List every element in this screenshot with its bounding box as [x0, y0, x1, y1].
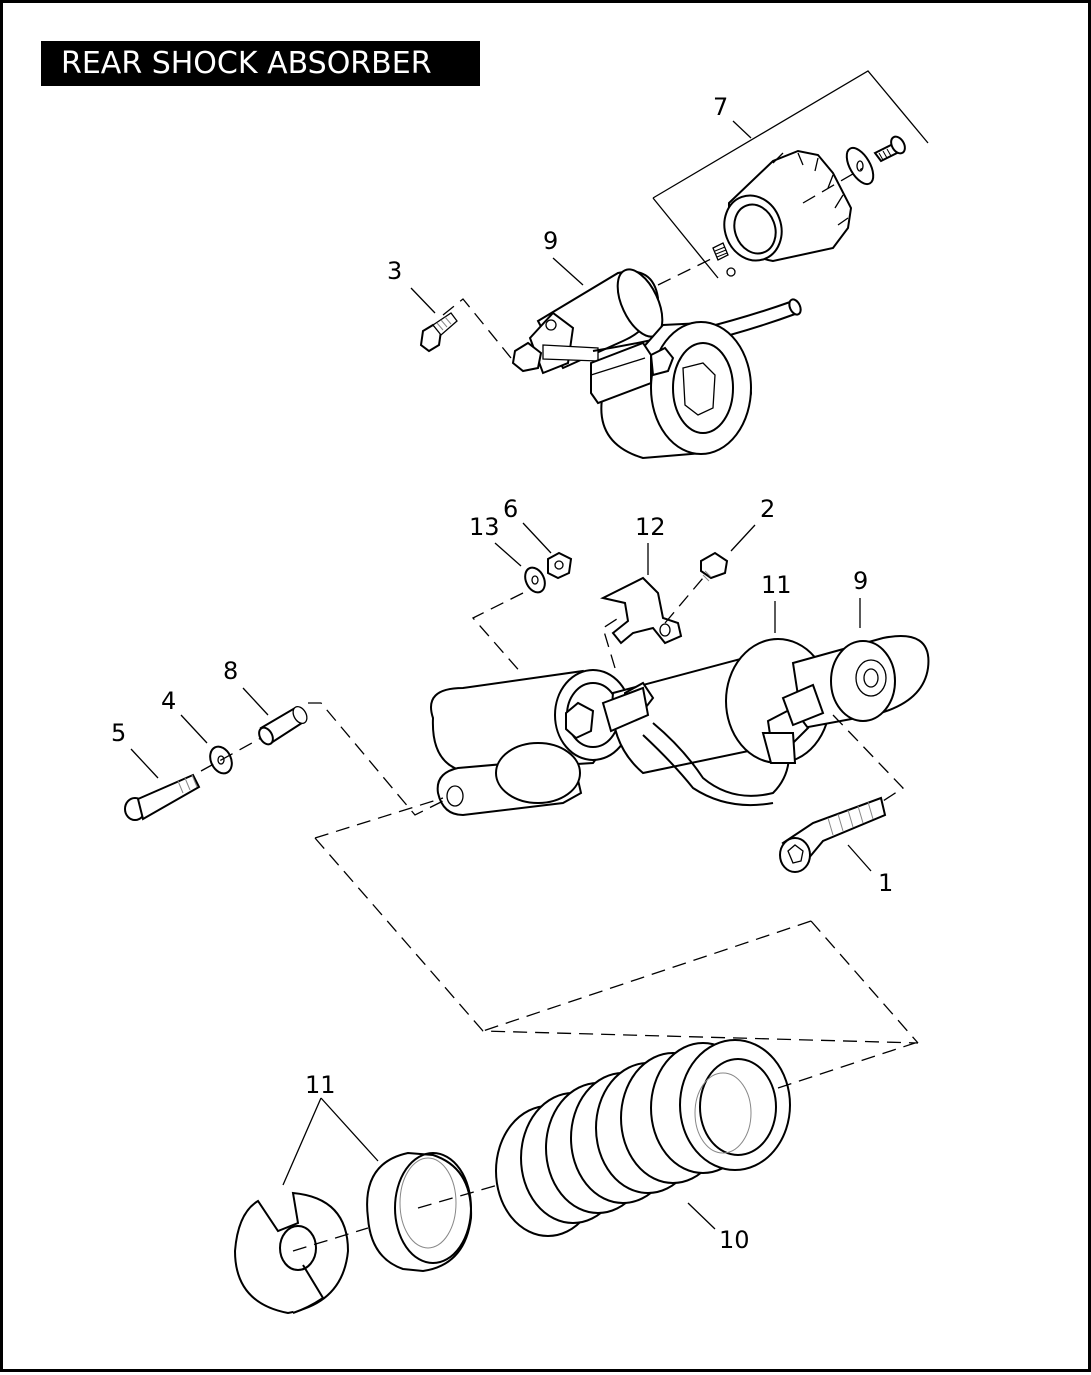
callout-4: 4 — [161, 687, 176, 715]
leader-9-top — [552, 257, 584, 286]
callout-2: 2 — [760, 495, 775, 523]
spring-assembly — [233, 1039, 916, 1315]
callout-9-mid: 9 — [853, 567, 868, 595]
alignment-dash-lines — [314, 797, 919, 1044]
callout-3: 3 — [387, 257, 402, 285]
callout-12: 12 — [635, 513, 666, 541]
leader-13 — [494, 542, 522, 567]
callout-11-mid: 11 — [761, 571, 792, 599]
callout-11-bottom: 11 — [305, 1071, 336, 1099]
preload-adjuster-knob — [723, 149, 853, 263]
leader-3 — [410, 287, 436, 314]
shock-absorber-body-assembly — [124, 522, 930, 873]
diagram-title: REAR SHOCK ABSORBER — [41, 41, 480, 86]
bolt-5 — [124, 773, 201, 821]
reservoir-assembly — [410, 70, 929, 460]
leader-4 — [180, 714, 208, 744]
callout-7: 7 — [713, 93, 728, 121]
leader-11-bottom — [282, 1097, 379, 1186]
callout-9-top: 9 — [543, 227, 558, 255]
spacer-8 — [258, 705, 308, 746]
coil-spring-10 — [495, 1039, 791, 1237]
leader-2 — [730, 524, 756, 552]
callout-6: 6 — [503, 495, 518, 523]
spring-seat-ring-11 — [366, 1151, 473, 1273]
exploded-parts-diagram: 7 9 3 6 13 12 2 11 9 8 4 5 1 11 10 — [111, 70, 930, 1315]
detent-spring-and-ball — [712, 242, 736, 277]
hose-bracket-12 — [600, 576, 683, 645]
leader-8 — [242, 687, 269, 716]
screw-2 — [700, 551, 729, 582]
leader-5 — [130, 748, 159, 779]
hollow-bolt-3 — [419, 312, 458, 353]
callout-1: 1 — [878, 869, 893, 897]
reservoir-cylinder — [511, 268, 664, 375]
shock-hose — [652, 722, 790, 797]
leader-7 — [732, 120, 752, 139]
callout-5: 5 — [111, 719, 126, 747]
axis-dash-top — [657, 257, 714, 286]
cap-washer-and-screw — [845, 135, 906, 186]
bracket-line-7 — [652, 70, 929, 199]
callout-8: 8 — [223, 657, 238, 685]
split-collar-11 — [233, 1191, 350, 1315]
callout-13: 13 — [469, 513, 500, 541]
callout-10: 10 — [719, 1226, 750, 1254]
axis-dash-3 — [442, 298, 512, 359]
reservoir-clamp-drum — [590, 321, 753, 460]
leader-1 — [847, 844, 872, 872]
leader-10 — [687, 1202, 716, 1230]
bracket-line-7b — [652, 197, 719, 279]
mounting-bolt-1 — [779, 796, 887, 873]
leader-6 — [522, 522, 552, 554]
